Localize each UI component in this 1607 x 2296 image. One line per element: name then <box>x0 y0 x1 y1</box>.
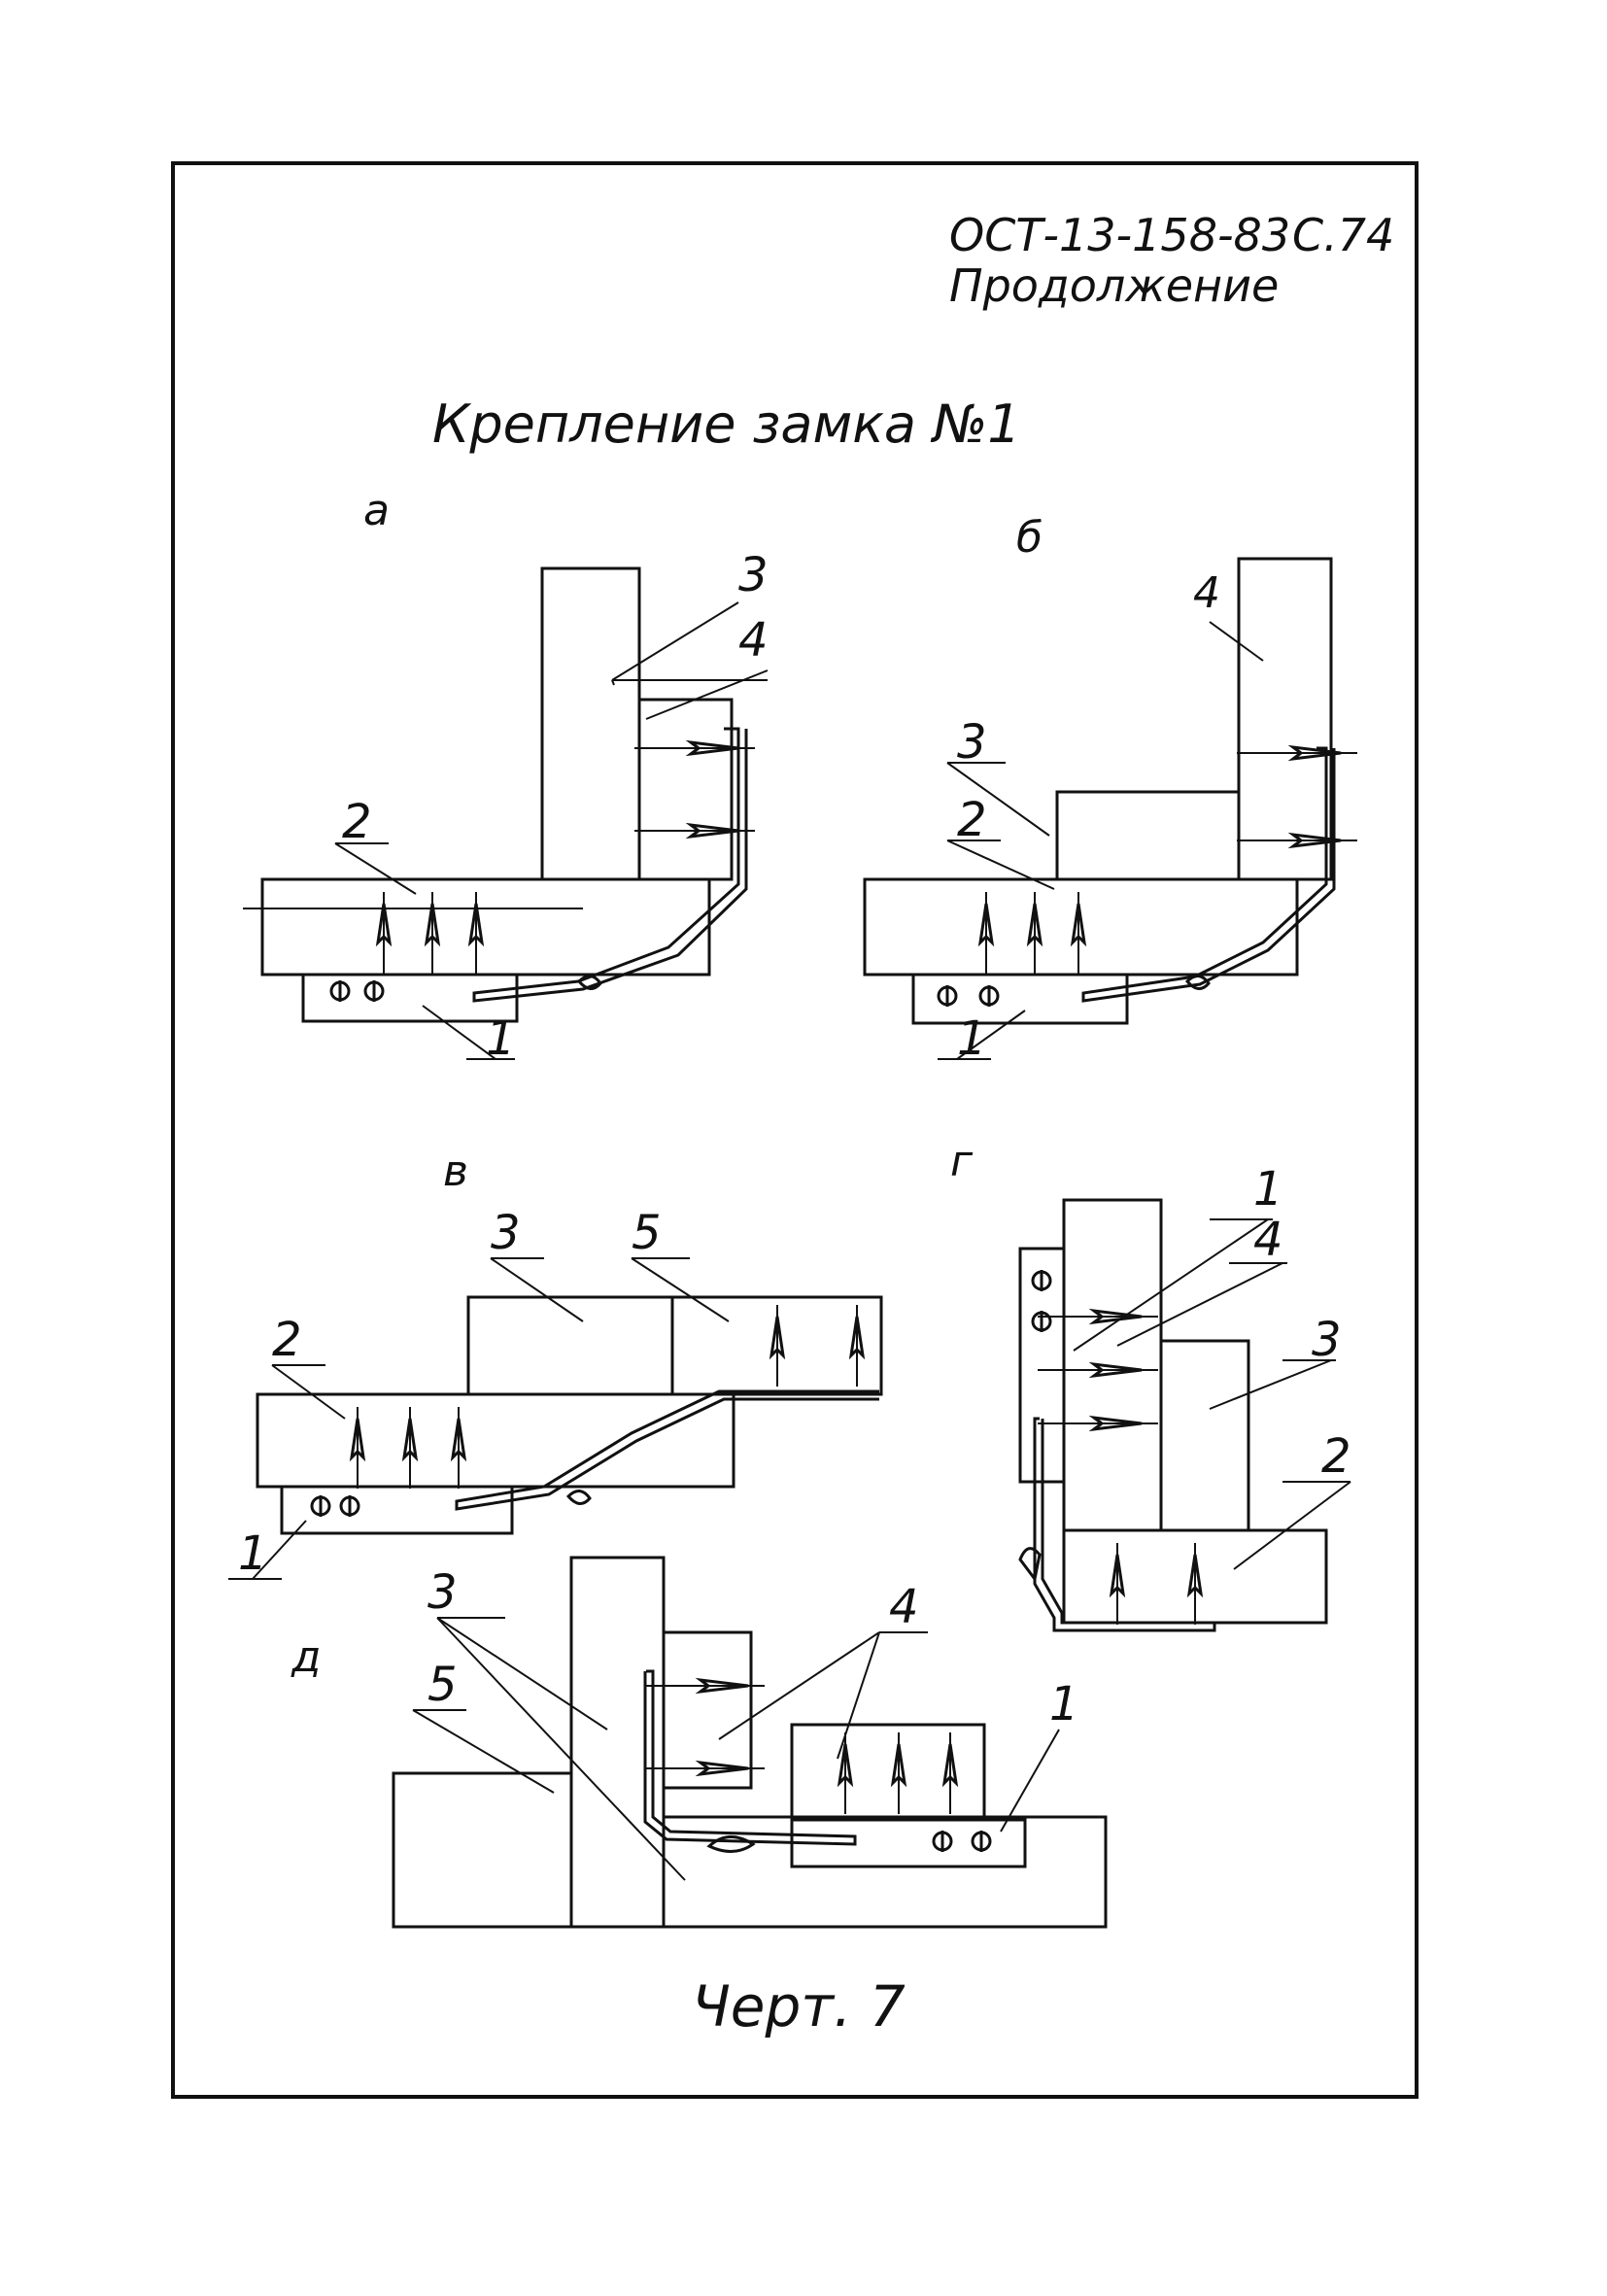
continuation-label: Продолжение <box>949 259 1279 312</box>
variant-b-label-2: 2 <box>957 793 987 847</box>
variant-a-label-3: 3 <box>738 548 769 602</box>
variant-g-label-1: 1 <box>1253 1162 1283 1217</box>
variant-v-label-2: 2 <box>272 1313 302 1367</box>
variant-d-label-5: 5 <box>427 1658 458 1712</box>
variant-d-label-4: 4 <box>889 1580 919 1634</box>
variant-g-label-2: 2 <box>1321 1429 1351 1484</box>
variant-a-label-1: 1 <box>486 1011 516 1066</box>
page-number: С.74 <box>1292 209 1394 261</box>
variant-v-letter: в <box>443 1147 468 1196</box>
variant-b-label-1: 1 <box>957 1011 987 1066</box>
variant-b-label-3: 3 <box>957 715 987 770</box>
variant-v: в 3 5 2 1 <box>228 1147 883 1581</box>
figure-caption: Черт. 7 <box>692 1973 906 2039</box>
variant-g: г 1 4 3 2 <box>950 1137 1351 1632</box>
variant-v-label-5: 5 <box>632 1206 662 1260</box>
variant-d-label-3: 3 <box>427 1565 458 1620</box>
variant-g-label-4: 4 <box>1253 1213 1283 1267</box>
variant-a-label-4: 4 <box>738 613 769 668</box>
page-frame <box>171 161 1419 2099</box>
variant-d-letter: д <box>291 1632 321 1682</box>
variant-b-label-4: 4 <box>1193 568 1220 618</box>
variant-d-label-1: 1 <box>1049 1677 1079 1731</box>
variant-b: б 4 3 2 1 <box>863 513 1359 1066</box>
variant-b-letter: б <box>1016 513 1043 563</box>
variant-g-letter: г <box>950 1137 974 1186</box>
variant-v-label-1: 1 <box>238 1526 268 1581</box>
variant-a-letter: а <box>363 486 390 535</box>
variant-d: д 3 5 4 1 <box>291 1556 1108 1929</box>
doc-number: ОСТ-13-158-83 <box>949 209 1290 261</box>
page-title: Крепление замка №1 <box>432 394 1021 455</box>
variant-a-label-2: 2 <box>342 795 372 849</box>
variant-a: а 3 4 2 1 <box>243 486 769 1066</box>
variant-g-label-3: 3 <box>1312 1313 1342 1367</box>
variant-v-label-3: 3 <box>491 1206 521 1260</box>
